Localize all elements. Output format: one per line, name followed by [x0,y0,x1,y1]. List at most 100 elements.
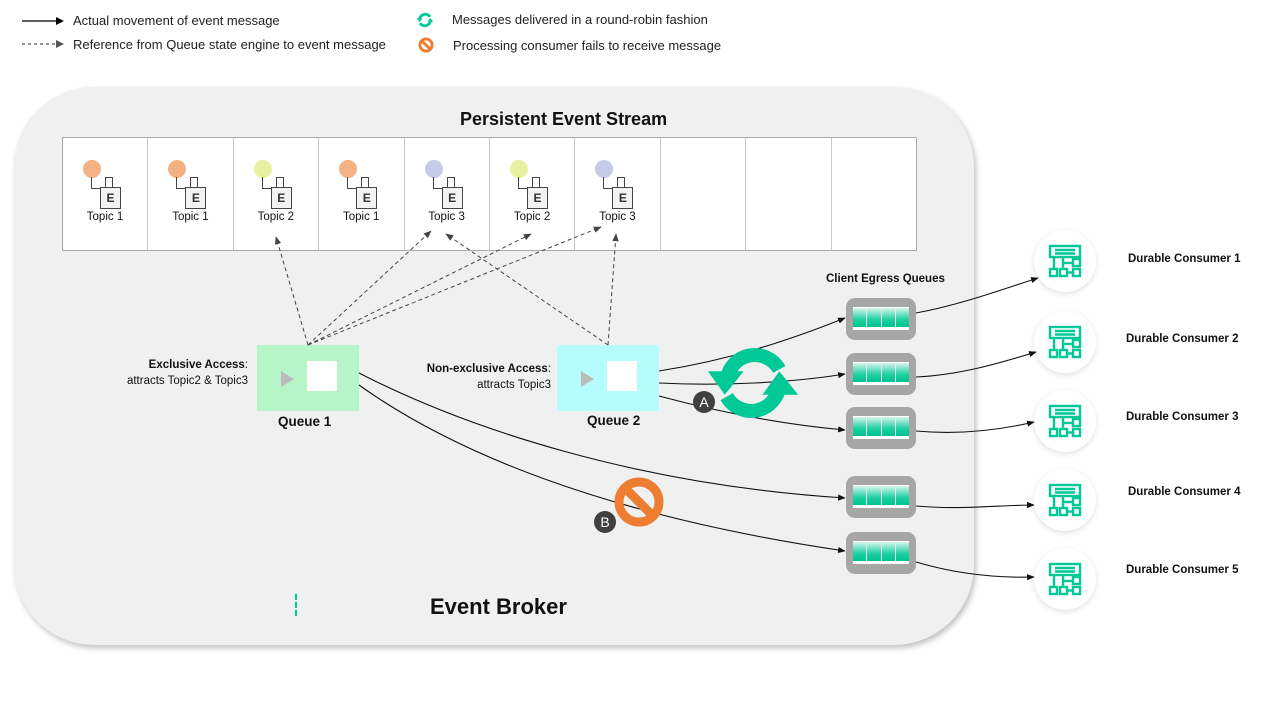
legend-solid-label: Actual movement of event message [73,13,280,28]
egress-queue[interactable] [846,532,916,574]
event-icon: E [100,187,121,209]
stream-cell [661,138,747,250]
badge-b: B [594,511,616,533]
durable-consumer-1[interactable] [1034,230,1096,292]
durable-consumer-2[interactable] [1034,311,1096,373]
event-icon: E [185,187,207,209]
egress-slot [853,417,868,436]
topic-label: Topic 3 [599,211,636,223]
egress-slot [853,363,868,382]
egress-slot [881,363,896,382]
egress-slot [853,542,868,561]
egress-slots [853,362,909,385]
prohibited-icon [418,37,434,53]
durable-consumer-3[interactable] [1034,390,1096,452]
queue-1[interactable] [257,345,359,411]
egress-slot [853,486,868,505]
egress-slot [867,486,882,505]
event-icon: E [441,187,463,209]
topic-label: Topic 2 [513,211,551,223]
egress-slot [895,542,909,561]
topic-color-dot [339,160,358,178]
connector [91,177,102,189]
legend-fails-label: Processing consumer fails to receive mes… [453,38,722,53]
queue-2-label: Queue 2 [587,413,641,428]
connector-tab [361,177,370,187]
egress-slot [853,308,868,327]
egress-queue[interactable] [846,476,916,518]
stream-cell [832,138,916,250]
connector-tab [190,177,199,187]
legend-dashed-label: Reference from Queue state engine to eve… [73,37,386,52]
play-icon [281,371,294,387]
dashed-arrow-icon [22,40,64,48]
consumer-app-icon [1048,244,1082,278]
topic-label: Topic 2 [257,211,295,223]
connector [518,177,530,189]
egress-slot [867,417,882,436]
egress-slot [867,363,882,382]
stream-title: Persistent Event Stream [460,109,668,129]
topic-color-dot [595,160,614,178]
event-message[interactable]: E Topic 2 [252,160,312,230]
queue-1-access-title: Exclusive Access [148,359,245,371]
queue-1-label: Queue 1 [278,414,332,429]
connector-tab [275,177,284,187]
legend-round-robin-label: Messages delivered in a round-robin fash… [452,12,708,27]
queue-1-access-detail: attracts Topic2 & Topic3 [126,375,248,387]
stream-cell [746,138,832,250]
consumer-label: Durable Consumer 4 [1128,486,1241,498]
stream-cell: E Topic 2 [234,138,320,250]
stream-cell: E Topic 3 [575,138,661,250]
egress-title: Client Egress Queues [826,273,945,285]
queue-2-access: Non-exclusive Access: attracts Topic3 [380,361,551,393]
egress-slots [853,485,909,508]
topic-color-dot [510,160,529,178]
play-icon [581,371,594,387]
connector [432,177,444,189]
egress-slot [881,542,896,561]
badge-a: A [693,391,715,413]
egress-slot [881,417,896,436]
consumer-label: Durable Consumer 2 [1126,333,1239,345]
queue-1-access: Exclusive Access: attracts Topic2 & Topi… [80,357,248,389]
broker-title: Event Broker [430,594,567,619]
durable-consumer-5[interactable] [1034,548,1096,610]
connector [347,177,359,189]
egress-slot [867,542,882,561]
connector-tab [617,177,626,187]
event-icon: E [270,187,292,209]
solid-arrow-icon [22,17,64,25]
egress-slot [895,308,909,327]
queue-slot [607,361,637,391]
connector [176,177,188,189]
topic-color-dot [83,160,101,178]
egress-slots [853,541,909,564]
round-robin-icon [707,347,799,419]
connector [261,177,273,189]
consumer-label: Durable Consumer 3 [1126,411,1239,423]
egress-queue[interactable] [846,407,916,449]
egress-queue[interactable] [846,353,916,395]
event-icon: E [612,187,634,209]
topic-color-dot [253,160,272,178]
topic-color-dot [168,160,187,178]
consumer-label: Durable Consumer 5 [1126,564,1239,576]
durable-consumer-4[interactable] [1034,469,1096,531]
egress-slot [895,417,909,436]
egress-queue[interactable] [846,298,916,340]
consumer-app-icon [1048,325,1082,359]
event-message[interactable]: E Topic 3 [593,160,653,230]
prohibited-icon [614,477,664,527]
queue-2[interactable] [557,345,659,411]
consumer-app-icon [1048,404,1082,438]
